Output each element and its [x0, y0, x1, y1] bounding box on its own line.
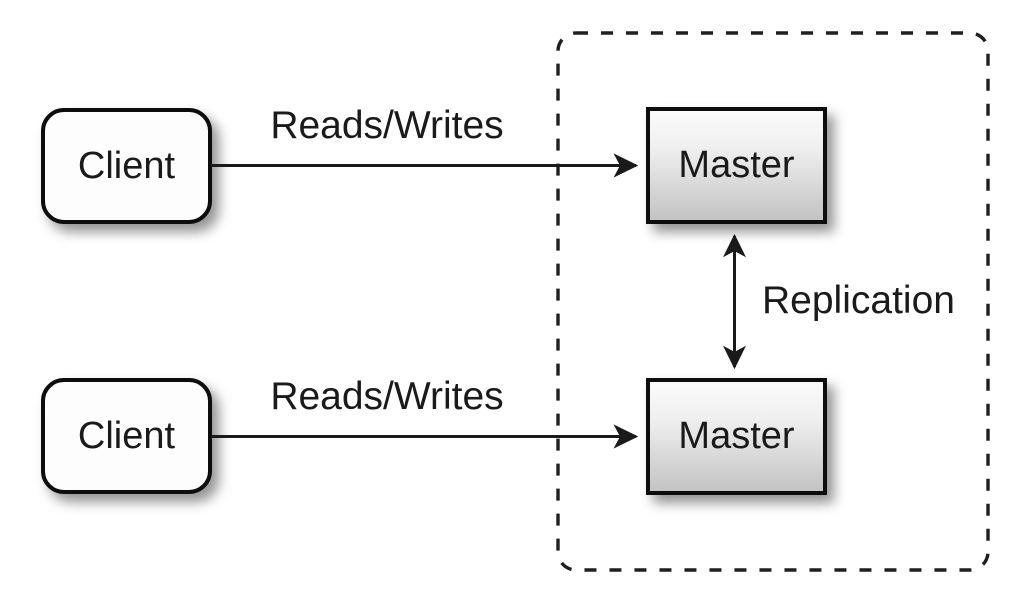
edge-reads-writes-bottom-label: Reads/Writes — [270, 375, 503, 418]
master-bottom-label: Master — [678, 415, 794, 457]
client-bottom-node[interactable]: Client — [41, 378, 212, 494]
client-bottom-shape — [41, 378, 212, 494]
client-top-label: Client — [78, 145, 176, 187]
edge-reads-writes-top-label: Reads/Writes — [270, 104, 503, 147]
master-top-label: Master — [678, 144, 794, 186]
edge-reads-writes-bottom: Reads/Writes — [211, 375, 639, 449]
master-top-shape — [646, 107, 827, 224]
master-bottom-shape — [646, 378, 827, 495]
client-bottom-label: Client — [78, 415, 176, 457]
edge-replication-label: Replication — [762, 279, 955, 322]
edge-reads-writes-top: Reads/Writes — [211, 104, 639, 178]
client-top-node[interactable]: Client — [41, 108, 212, 224]
edge-replication: Replication — [723, 233, 955, 370]
master-bottom-node[interactable]: Master — [646, 378, 827, 495]
client-top-shape — [41, 108, 212, 224]
master-top-node[interactable]: Master — [646, 107, 827, 224]
